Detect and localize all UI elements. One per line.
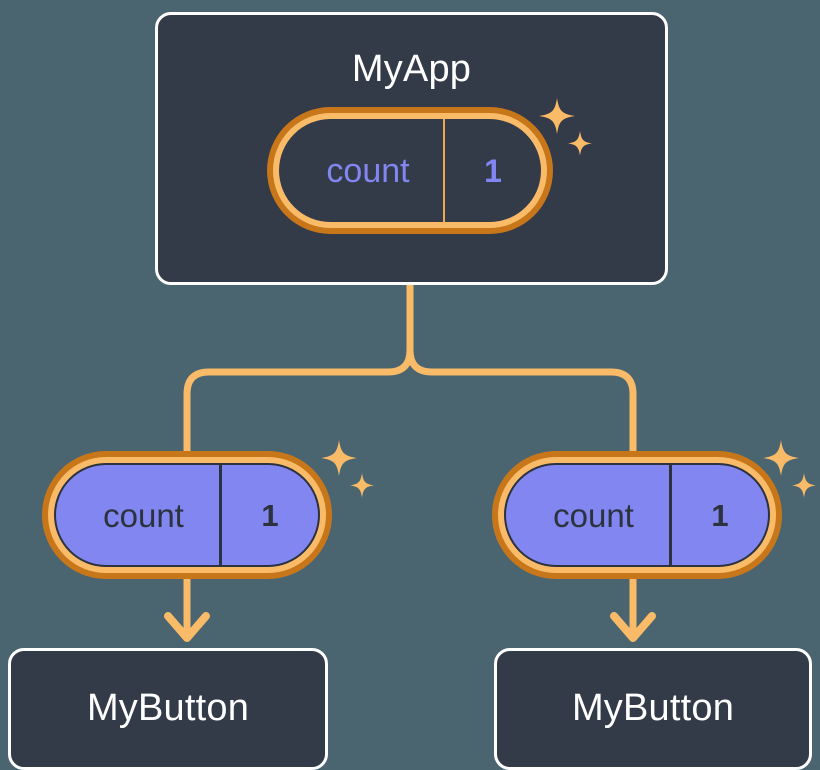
sparkle-small-icon	[792, 473, 816, 498]
sparkle-large-icon	[321, 440, 357, 476]
connector-tree-path-right	[406, 346, 637, 459]
component-box-mybutton-right[interactable]: MyButton	[494, 648, 812, 770]
state-pill-right[interactable]: count 1	[492, 451, 782, 579]
sparkle-large-icon	[763, 440, 799, 476]
pill-inner-ring: count 1	[48, 457, 326, 573]
state-pill-left[interactable]: count 1	[42, 451, 332, 579]
component-title: MyButton	[571, 687, 735, 729]
state-key-label: count	[326, 151, 410, 190]
sparkle-small-icon	[350, 473, 374, 498]
pill-body: count 1	[279, 119, 541, 222]
state-pill-myapp[interactable]: count 1	[267, 107, 553, 234]
arrow-head-left	[164, 612, 210, 642]
arrow-head-right	[610, 612, 656, 642]
state-value-label: 1	[219, 465, 318, 565]
component-title: MyButton	[86, 687, 250, 729]
connector-tree-path	[183, 281, 414, 459]
state-value-label: 1	[669, 465, 768, 565]
pill-body: count 1	[54, 463, 320, 567]
page-title: MyApp	[351, 48, 472, 90]
component-box-mybutton-left[interactable]: MyButton	[8, 648, 328, 770]
state-value-label: 1	[443, 119, 541, 222]
state-key-label: count	[553, 496, 634, 534]
pill-inner-ring: count 1	[498, 457, 776, 573]
pill-inner-ring: count 1	[273, 113, 547, 228]
pill-body: count 1	[504, 463, 770, 567]
state-key-label: count	[103, 496, 184, 534]
